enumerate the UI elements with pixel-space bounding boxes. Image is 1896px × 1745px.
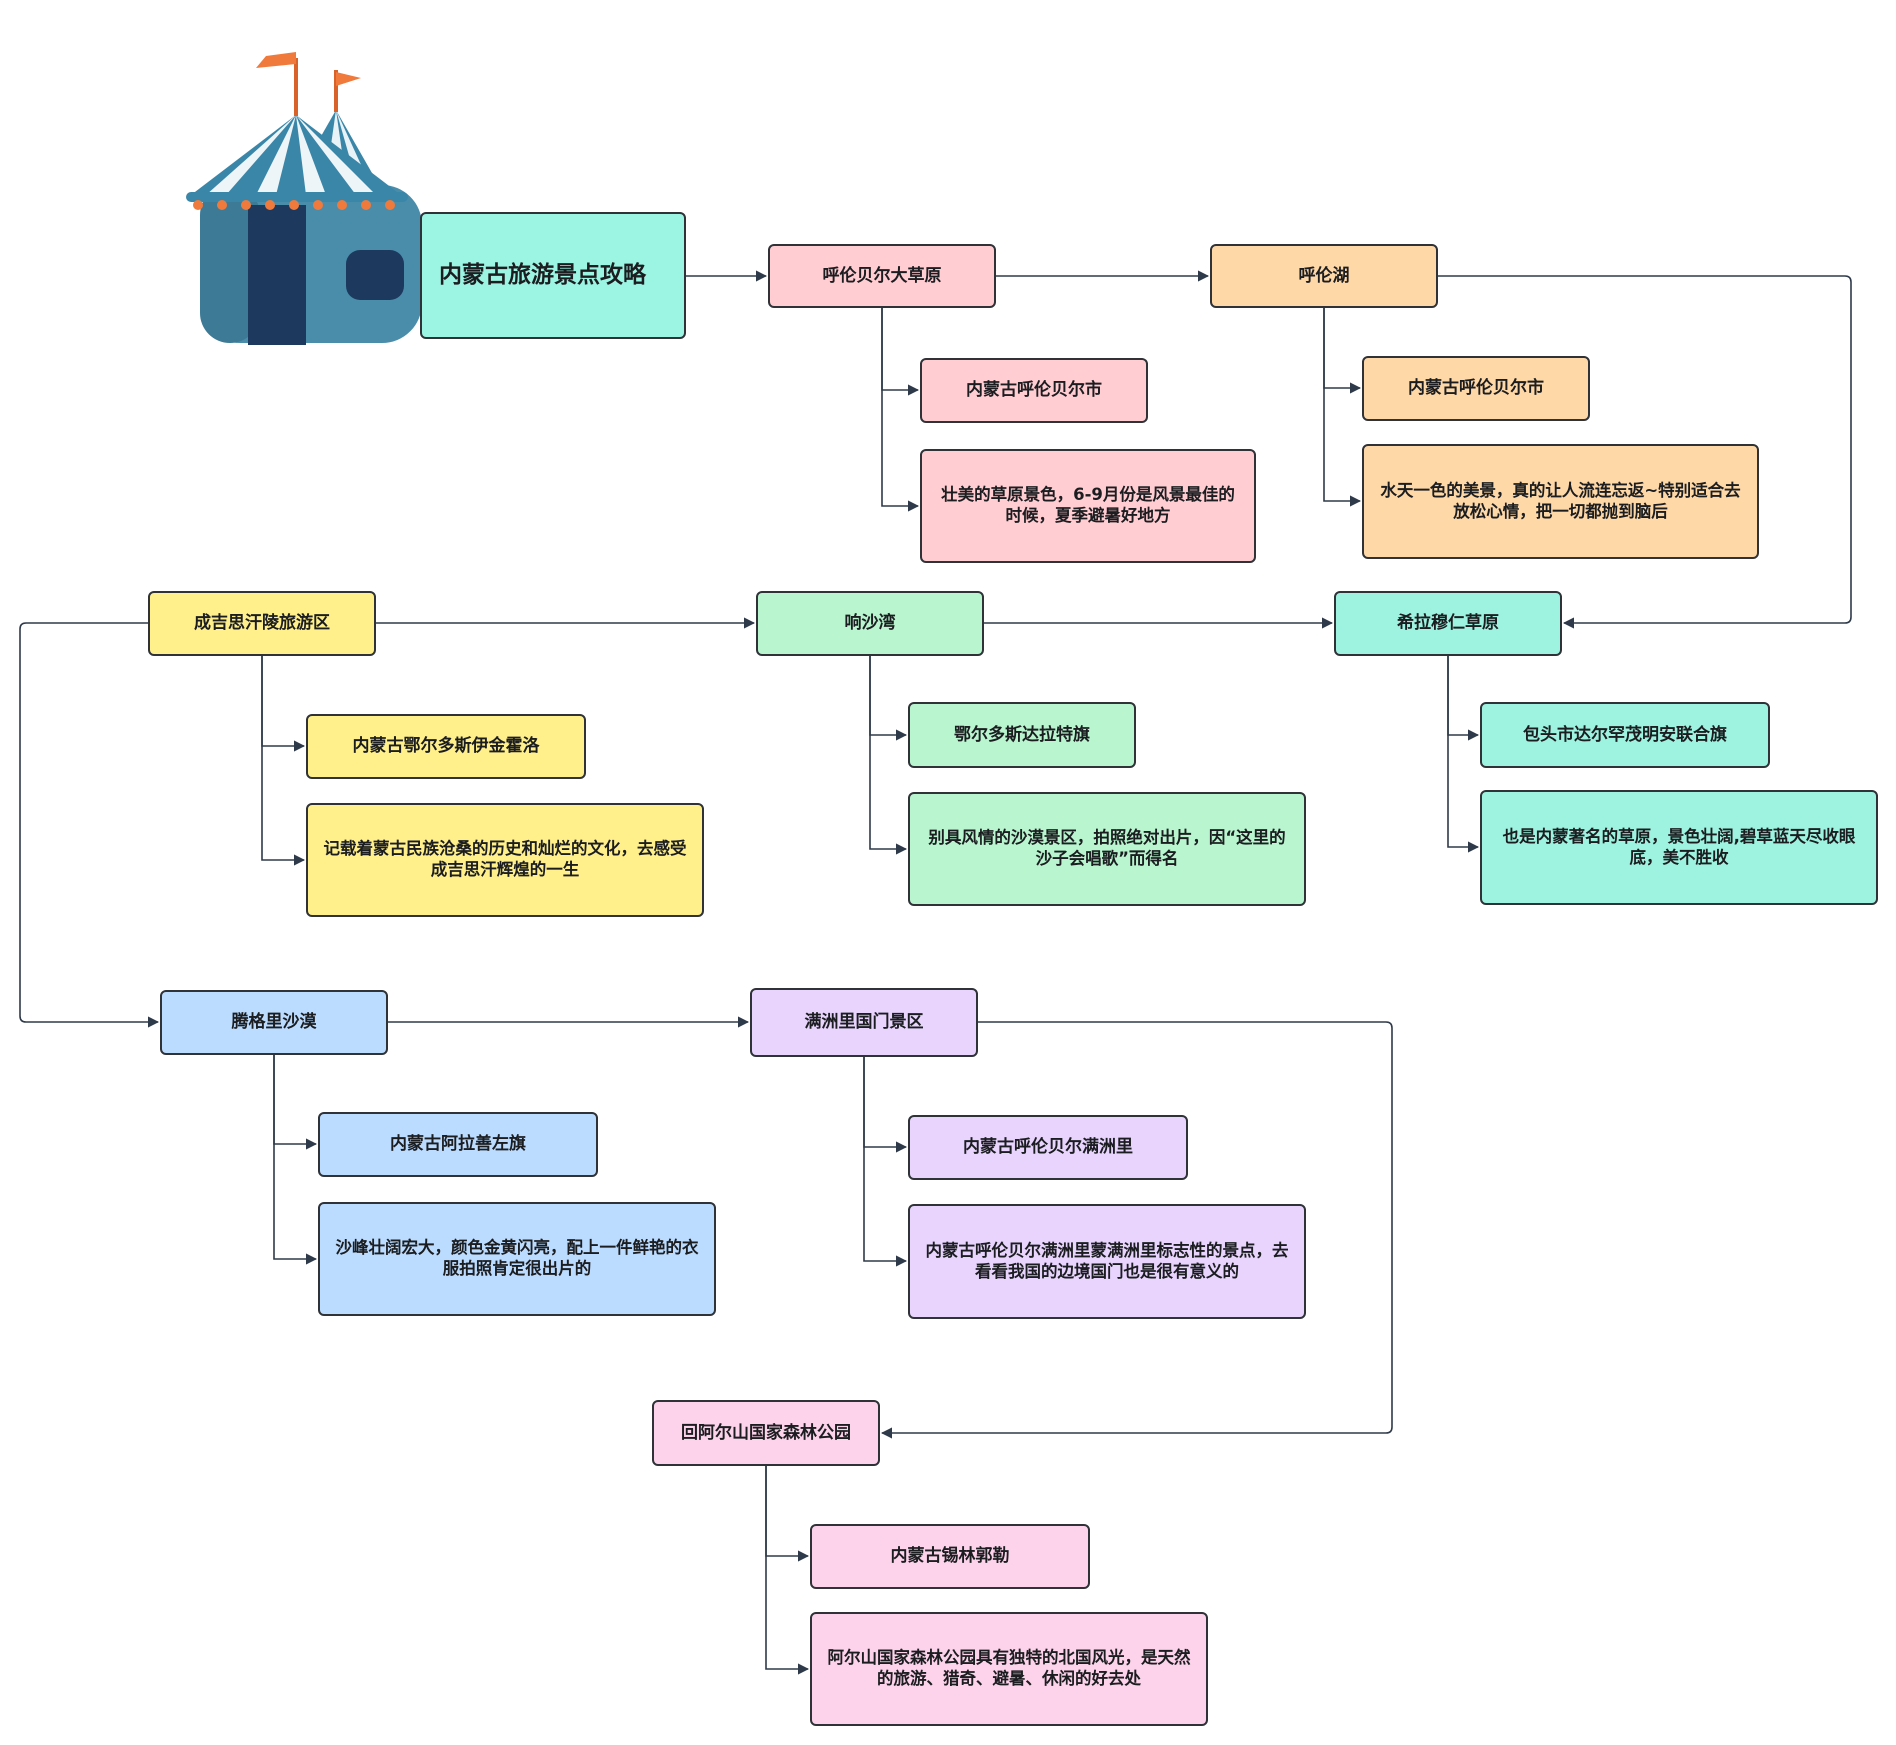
desc-text: 别具风情的沙漠景区，拍照绝对出片，因“这里的沙子会唱歌”而得名 [928,828,1286,868]
spot-name: 呼伦贝尔大草原 [822,265,942,286]
connector-manzhouli-to-desc [863,1057,908,1267]
spot-desc-genghis-mausoleum[interactable]: 记载着蒙古民族沧桑的历史和灿烂的文化，去感受成吉思汗辉煌的一生 [306,803,704,917]
spot-name: 腾格里沙漠 [231,1012,317,1033]
spot-name: 成吉思汗陵旅游区 [194,613,330,634]
spot-name: 希拉穆仁草原 [1397,613,1499,634]
location-text: 内蒙古锡林郭勒 [890,1546,1010,1567]
location-text: 内蒙古阿拉善左旗 [390,1134,526,1155]
spot-desc-xilamuren-grassland[interactable]: 也是内蒙著名的草原，景色壮阔,碧草蓝天尽收眼底，美不胜收 [1480,790,1878,905]
main-title-node[interactable]: 内蒙古旅游景点攻略 [420,212,686,339]
connector-xilamuren-to-desc [1447,656,1480,853]
spot-name: 响沙湾 [844,613,896,634]
main-title-label: 内蒙古旅游景点攻略 [439,261,646,288]
connector-manzhouli-to-location [863,1057,908,1153]
spot-location-xilamuren-grassland[interactable]: 包头市达尔罕茂明安联合旗 [1480,702,1770,768]
spot-location-hulun-lake[interactable]: 内蒙古呼伦贝尔市 [1362,356,1590,421]
connector-manzhouli-to-arxan [880,1021,1393,1439]
spot-location-arxan-forest-park[interactable]: 内蒙古锡林郭勒 [810,1524,1090,1589]
desc-text: 记载着蒙古民族沧桑的历史和灿烂的文化，去感受成吉思汗辉煌的一生 [323,839,687,879]
desc-text: 水天一色的美景，真的让人流连忘返~特别适合去放松心情，把一切都抛到脑后 [1380,480,1741,521]
connector-lake-to-desc [1323,308,1362,507]
desc-text: 阿尔山国家森林公园具有独特的北国风光，是天然的旅游、猎奇、避暑、休闲的好去处 [827,1648,1191,1688]
location-text: 内蒙古呼伦贝尔满洲里 [963,1137,1133,1158]
spot-name: 呼伦湖 [1298,265,1350,286]
connector-genghis-to-desc [261,656,306,866]
spot-location-manzhouli-gate[interactable]: 内蒙古呼伦贝尔满洲里 [908,1115,1188,1180]
connector-genghis-to-location [261,656,306,752]
location-text: 包头市达尔罕茂明安联合旗 [1523,724,1727,745]
spot-desc-manzhouli-gate[interactable]: 内蒙古呼伦贝尔满洲里蒙满洲里标志性的景点，去看看我国的边境国门也是很有意义的 [908,1204,1306,1319]
spot-location-genghis-mausoleum[interactable]: 内蒙古鄂尔多斯伊金霍洛 [306,714,586,779]
location-text: 内蒙古呼伦贝尔市 [966,380,1102,401]
location-text: 鄂尔多斯达拉特旗 [954,724,1090,745]
connector-hulunbuir-to-desc [881,308,920,512]
spot-desc-arxan-forest-park[interactable]: 阿尔山国家森林公园具有独特的北国风光，是天然的旅游、猎奇、避暑、休闲的好去处 [810,1612,1208,1726]
spot-node-arxan-forest-park[interactable]: 回阿尔山国家森林公园 [652,1400,880,1466]
spot-desc-tengger-desert[interactable]: 沙峰壮阔宏大，颜色金黄闪亮，配上一件鲜艳的衣服拍照肯定很出片的 [318,1202,716,1316]
circus-tent-icon [186,52,422,345]
desc-text: 也是内蒙著名的草原，景色壮阔,碧草蓝天尽收眼底，美不胜收 [1502,826,1856,867]
connector-xiangshawan-to-location [869,656,908,741]
spot-name: 满洲里国门景区 [804,1012,924,1033]
spot-location-tengger-desert[interactable]: 内蒙古阿拉善左旗 [318,1112,598,1177]
desc-text: 壮美的草原景色，6-9月份是风景最佳的时候，夏季避暑好地方 [941,485,1235,525]
connector-hulunbuir-to-location [881,308,920,396]
connector-tengger-to-location [273,1055,318,1150]
spot-node-xilamuren-grassland[interactable]: 希拉穆仁草原 [1334,591,1562,656]
connector-xilamuren-to-location [1447,656,1480,741]
spot-node-xiangshawan[interactable]: 响沙湾 [756,591,984,656]
spot-desc-hulunbuir-grassland[interactable]: 壮美的草原景色，6-9月份是风景最佳的时候，夏季避暑好地方 [920,449,1256,563]
location-text: 内蒙古呼伦贝尔市 [1408,378,1544,399]
spot-node-tengger-desert[interactable]: 腾格里沙漠 [160,990,388,1055]
desc-text: 内蒙古呼伦贝尔满洲里蒙满洲里标志性的景点，去看看我国的边境国门也是很有意义的 [925,1240,1289,1281]
spot-desc-xiangshawan[interactable]: 别具风情的沙漠景区，拍照绝对出片，因“这里的沙子会唱歌”而得名 [908,792,1306,906]
spot-node-hulun-lake[interactable]: 呼伦湖 [1210,244,1438,308]
connector-xiangshawan-to-desc [869,656,908,855]
spot-location-hulunbuir-grassland[interactable]: 内蒙古呼伦贝尔市 [920,358,1148,423]
spot-name: 回阿尔山国家森林公园 [681,1422,851,1443]
location-text: 内蒙古鄂尔多斯伊金霍洛 [352,736,540,757]
spot-node-genghis-mausoleum[interactable]: 成吉思汗陵旅游区 [148,591,376,656]
connector-arxan-to-desc [765,1466,810,1675]
spot-desc-hulun-lake[interactable]: 水天一色的美景，真的让人流连忘返~特别适合去放松心情，把一切都抛到脑后 [1362,444,1759,559]
desc-text: 沙峰壮阔宏大，颜色金黄闪亮，配上一件鲜艳的衣服拍照肯定很出片的 [335,1238,699,1278]
spot-node-manzhouli-gate[interactable]: 满洲里国门景区 [750,988,978,1057]
connector-lake-to-location [1323,308,1362,394]
connector-genghis-to-tengger [19,622,160,1028]
spot-node-hulunbuir-grassland[interactable]: 呼伦贝尔大草原 [768,244,996,308]
connector-lake-to-xilamuren [1438,275,1852,629]
connector-arxan-to-location [765,1466,810,1562]
connector-tengger-to-desc [273,1055,318,1265]
spot-location-xiangshawan[interactable]: 鄂尔多斯达拉特旗 [908,702,1136,768]
